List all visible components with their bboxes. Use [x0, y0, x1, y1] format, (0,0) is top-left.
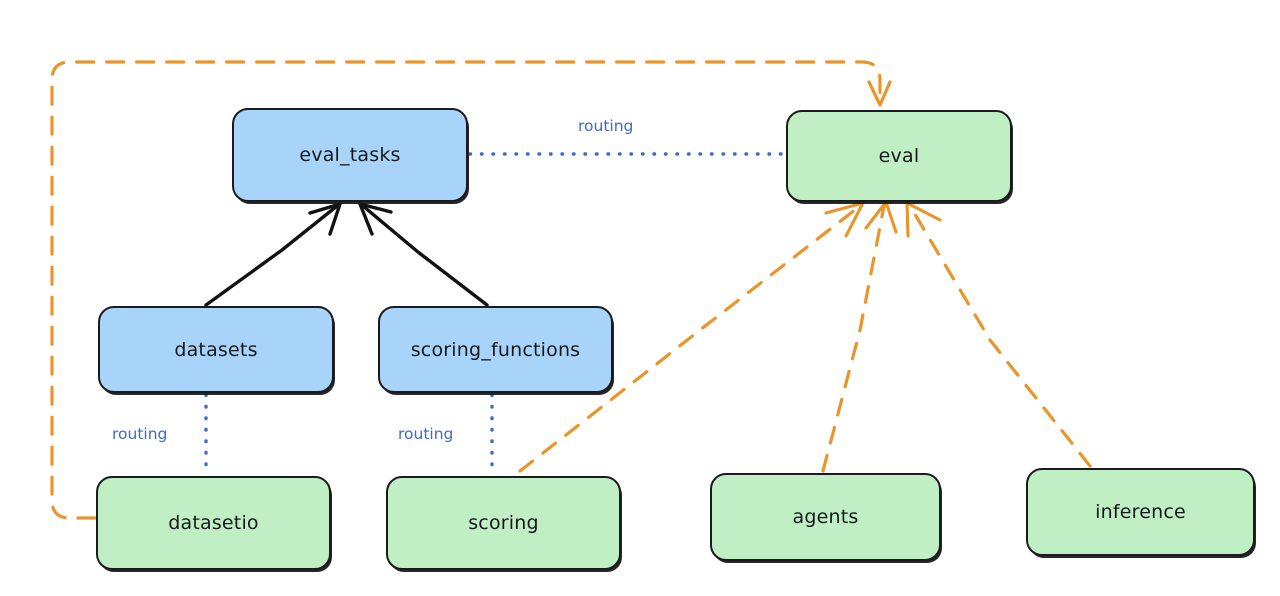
- node-agents[interactable]: agents: [710, 473, 941, 561]
- edge-agents-to-eval: [821, 200, 898, 473]
- node-eval-tasks[interactable]: eval_tasks: [232, 108, 468, 202]
- node-scoring-functions[interactable]: scoring_functions: [378, 306, 613, 393]
- node-label: inference: [1095, 501, 1186, 523]
- node-scoring[interactable]: scoring: [386, 476, 621, 570]
- node-label: eval: [878, 145, 920, 167]
- edge-inference-to-eval: [905, 201, 1092, 468]
- node-label: eval_tasks: [299, 144, 401, 166]
- node-inference[interactable]: inference: [1026, 468, 1255, 556]
- node-eval[interactable]: eval: [786, 110, 1012, 202]
- edge-datasetio-to-eval: [50, 60, 892, 520]
- node-datasets[interactable]: datasets: [98, 306, 334, 393]
- edge-label-routing-scoring-functions: routing: [398, 425, 454, 443]
- edge-scoring-to-eval: [518, 201, 865, 473]
- node-label: scoring: [468, 512, 539, 534]
- edge-label-routing-eval-tasks: routing: [578, 117, 634, 135]
- edge-scoring_functions-to-eval_tasks: [358, 202, 489, 307]
- edge-datasets-to-eval_tasks: [204, 202, 342, 307]
- node-label: scoring_functions: [410, 338, 581, 361]
- node-datasetio[interactable]: datasetio: [96, 476, 331, 570]
- node-label: agents: [792, 506, 859, 528]
- node-label: datasetio: [168, 512, 259, 534]
- edge-label-routing-datasets: routing: [112, 425, 168, 443]
- node-label: datasets: [174, 338, 258, 361]
